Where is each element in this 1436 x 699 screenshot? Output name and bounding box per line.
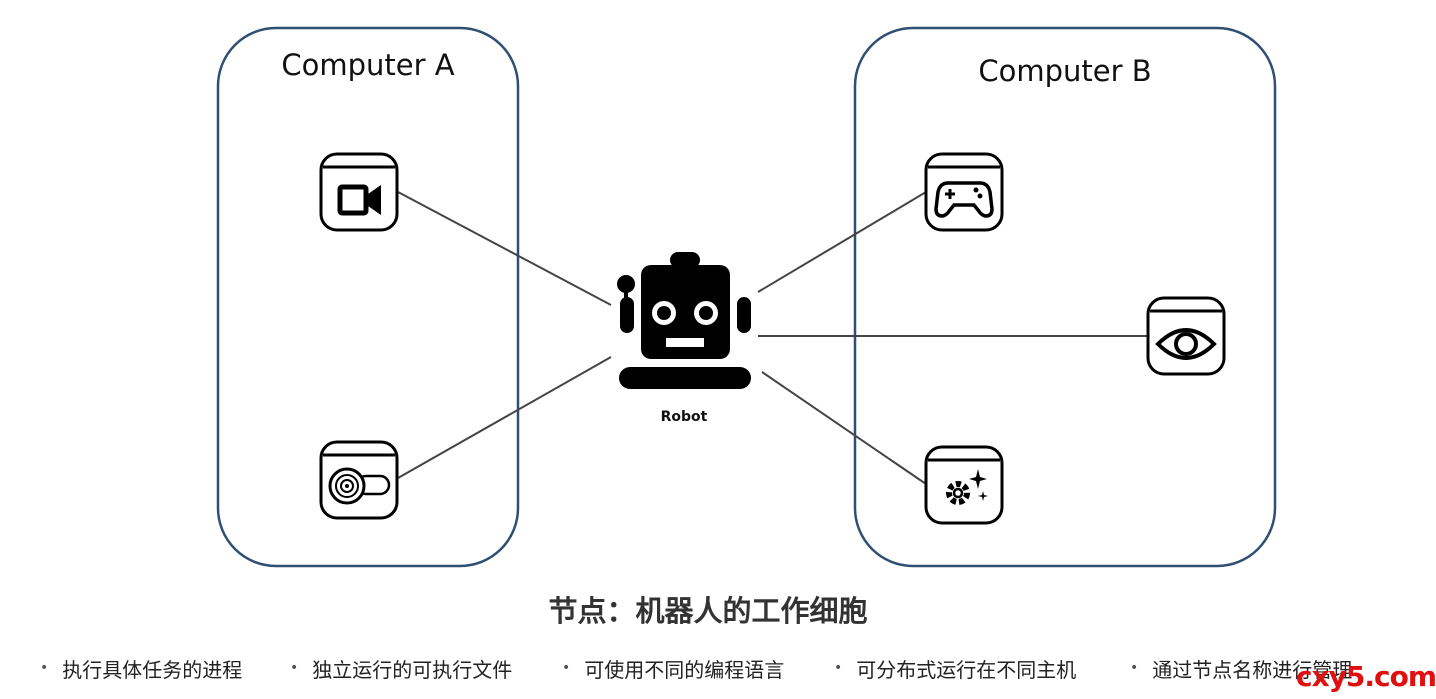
bullet-dot: •: [40, 660, 49, 676]
video-camera-icon: [319, 152, 399, 232]
computer-b-box: [853, 26, 1277, 568]
gamepad-icon: [924, 152, 1004, 232]
bullet-item: •通过节点名称进行管理: [1130, 657, 1353, 682]
bullet-item: •可使用不同的编程语言: [562, 657, 785, 682]
computer-a-box: [216, 26, 520, 568]
computer-a-label: Computer A: [281, 48, 454, 82]
bullet-dot: •: [290, 660, 299, 676]
computer-b-label: Computer B: [978, 54, 1151, 88]
line-robot-wheel: [397, 356, 612, 479]
bullet-item: •可分布式运行在不同主机: [834, 657, 1077, 682]
line-robot-gamepad: [757, 191, 927, 293]
bullet-item: •执行具体任务的进程: [40, 657, 243, 682]
bullet-dot: •: [562, 660, 571, 676]
eye-icon: [1146, 296, 1226, 376]
robot-label: Robot: [661, 409, 708, 425]
bullet-dot: •: [1130, 660, 1139, 676]
page-title: 节点：机器人的工作细胞: [548, 594, 868, 628]
watermark: cxy5.com: [1296, 660, 1436, 693]
robot-icon: [617, 252, 751, 389]
bullet-item: •独立运行的可执行文件: [290, 657, 513, 682]
gear-sparkle-icon: [924, 445, 1004, 525]
wheel-motor-icon: [319, 440, 399, 520]
line-robot-camera: [397, 191, 612, 306]
node-diagram: Computer A Computer B: [216, 26, 1277, 568]
bullet-list: •执行具体任务的进程 •独立运行的可执行文件 •可使用不同的编程语言 •可分布式…: [40, 652, 1416, 684]
line-robot-gear: [761, 371, 927, 485]
bullet-dot: •: [834, 660, 843, 676]
connection-lines: [397, 191, 1148, 485]
